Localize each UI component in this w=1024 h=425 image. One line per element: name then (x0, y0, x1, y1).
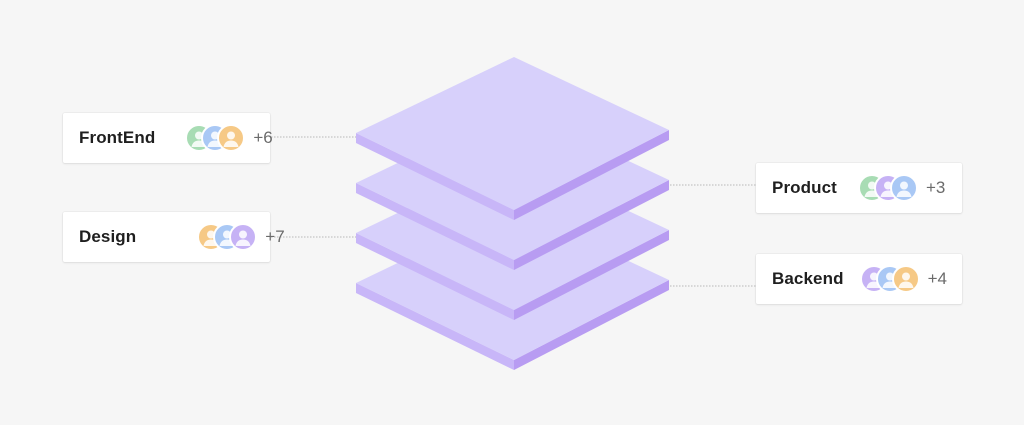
extra-member-count: +4 (927, 269, 947, 288)
layer-left-side (356, 283, 514, 370)
user-icon (223, 131, 239, 147)
avatar-group (197, 223, 258, 251)
layer-right-side (514, 180, 669, 270)
avatar-group (859, 265, 920, 293)
avatar (217, 124, 246, 152)
user-icon (898, 272, 914, 288)
layer-left-side (356, 233, 514, 320)
layer-left-side (356, 183, 514, 270)
avatar-group (185, 124, 246, 152)
avatar (889, 174, 918, 202)
extra-member-count: +7 (265, 227, 285, 246)
team-name: Backend (772, 269, 844, 288)
user-icon (896, 181, 912, 197)
avatar (891, 265, 920, 293)
layer-top-face (356, 57, 669, 210)
layer-right-side (514, 230, 669, 320)
team-name: Product (772, 178, 837, 197)
team-card-frontend[interactable]: FrontEnd +6 (63, 113, 273, 163)
avatar-group (857, 174, 918, 202)
layer-right-side (514, 280, 669, 370)
team-card-product[interactable]: Product +3 (756, 163, 962, 213)
team-card-backend[interactable]: Backend +4 (756, 254, 962, 304)
team-name: Design (79, 227, 137, 246)
layer-right-side (514, 130, 669, 220)
layer-left-side (356, 133, 514, 220)
user-icon (235, 230, 251, 246)
extra-member-count: +3 (925, 178, 946, 197)
extra-member-count: +6 (253, 128, 273, 147)
team-card-design[interactable]: Design +7 (63, 212, 285, 262)
avatar (229, 223, 258, 251)
team-name: FrontEnd (79, 128, 156, 147)
stack-layer-1 (356, 57, 669, 220)
